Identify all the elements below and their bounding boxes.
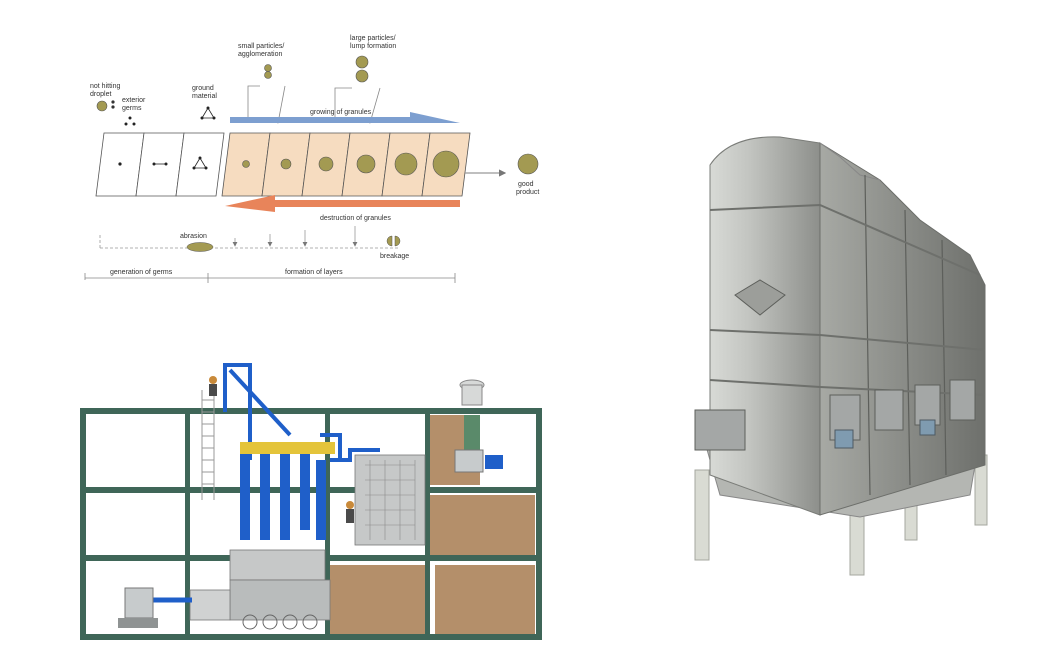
ground-material-triplet (192, 156, 208, 170)
label-good-product-1: good (518, 181, 534, 188)
label-growing-of-granules: growing of granules (310, 109, 372, 116)
label-not-hitting-droplet-1: not hitting (90, 83, 120, 90)
cyclone-columns (240, 450, 326, 540)
growing-granules (242, 150, 460, 178)
motor-units (834, 419, 936, 449)
large-particle (355, 55, 369, 69)
destruction-arrow (225, 195, 460, 212)
granule (280, 158, 292, 170)
label-small-particles-2: agglomeration (238, 51, 282, 58)
breakage-shape (386, 235, 401, 247)
granule (242, 160, 250, 168)
label-destruction-of-granules: destruction of granules (320, 215, 391, 222)
plant-section-svg (80, 363, 542, 640)
access-ladder (201, 390, 215, 500)
fluid-bed-dryer-photo (680, 125, 1010, 590)
label-good-product-2: product (516, 189, 539, 196)
air-heater (189, 589, 231, 621)
droplet-dot (111, 105, 115, 109)
abrasion-shape (186, 242, 214, 252)
label-small-particles-1: small particles/ (238, 43, 284, 50)
label-ground-material-1: ground (192, 85, 214, 92)
label-generation-of-germs: generation of germs (110, 269, 173, 276)
granule (318, 156, 334, 172)
granulation-diagram-svg: not hitting droplet exterior germs groun… (84, 35, 539, 283)
storage-bin-middle (430, 495, 535, 555)
agglomeration-connector (247, 85, 260, 120)
lump-connector (334, 87, 352, 123)
label-not-hitting-droplet-2: droplet (90, 91, 111, 98)
growing-arrow (230, 112, 460, 123)
label-formation-of-layers: formation of layers (285, 269, 343, 276)
supply-fan (118, 587, 158, 628)
exterior-germs-icon (124, 116, 136, 126)
large-particle (355, 69, 369, 83)
granulation-process-diagram: not hitting droplet exterior germs groun… (80, 28, 560, 298)
label-breakage: breakage (380, 253, 409, 260)
plant-section-drawing (80, 350, 550, 642)
label-exterior-germs-1: exterior (122, 97, 146, 104)
phase-brackets (84, 273, 456, 283)
granule (356, 154, 376, 174)
label-large-particles-1: large particles/ (350, 35, 396, 42)
good-product-granule (517, 153, 539, 175)
label-large-particles-2: lump formation (350, 43, 396, 50)
bag-filter-housing (354, 454, 426, 546)
cell-3 (175, 132, 225, 197)
dryer-side-panel (819, 142, 986, 516)
module-seams (864, 174, 947, 496)
fluid-bed-unit (229, 549, 331, 630)
operator-figure (346, 501, 354, 509)
small-particle (264, 64, 272, 72)
storage-bin-lower-right (435, 565, 535, 635)
roof-edge (819, 142, 881, 181)
operator-figure (346, 509, 354, 523)
dryer-front-panel (709, 136, 821, 516)
ground-material-icon (200, 106, 216, 120)
label-abrasion: abrasion (180, 233, 207, 240)
droplet-dot (111, 100, 115, 104)
top-platform (240, 442, 335, 454)
agglomeration-arrow (276, 85, 286, 124)
droplet-granule (96, 100, 108, 112)
granule (432, 150, 460, 178)
small-particle (264, 71, 272, 79)
operator-figure (209, 376, 217, 384)
inspection-hatch (734, 279, 786, 316)
operator-figure (209, 384, 217, 396)
dryer-photo-svg (694, 136, 988, 576)
exterior-germ-pair (152, 162, 168, 166)
label-exterior-germs-2: germs (122, 105, 142, 112)
storage-bin-lower-left (330, 565, 425, 635)
germ-dot (118, 162, 122, 166)
duct-system (223, 363, 380, 462)
label-ground-material-2: material (192, 93, 217, 100)
exhaust-fan-stack (454, 379, 503, 473)
bin-window (510, 460, 540, 485)
granule (394, 152, 418, 176)
